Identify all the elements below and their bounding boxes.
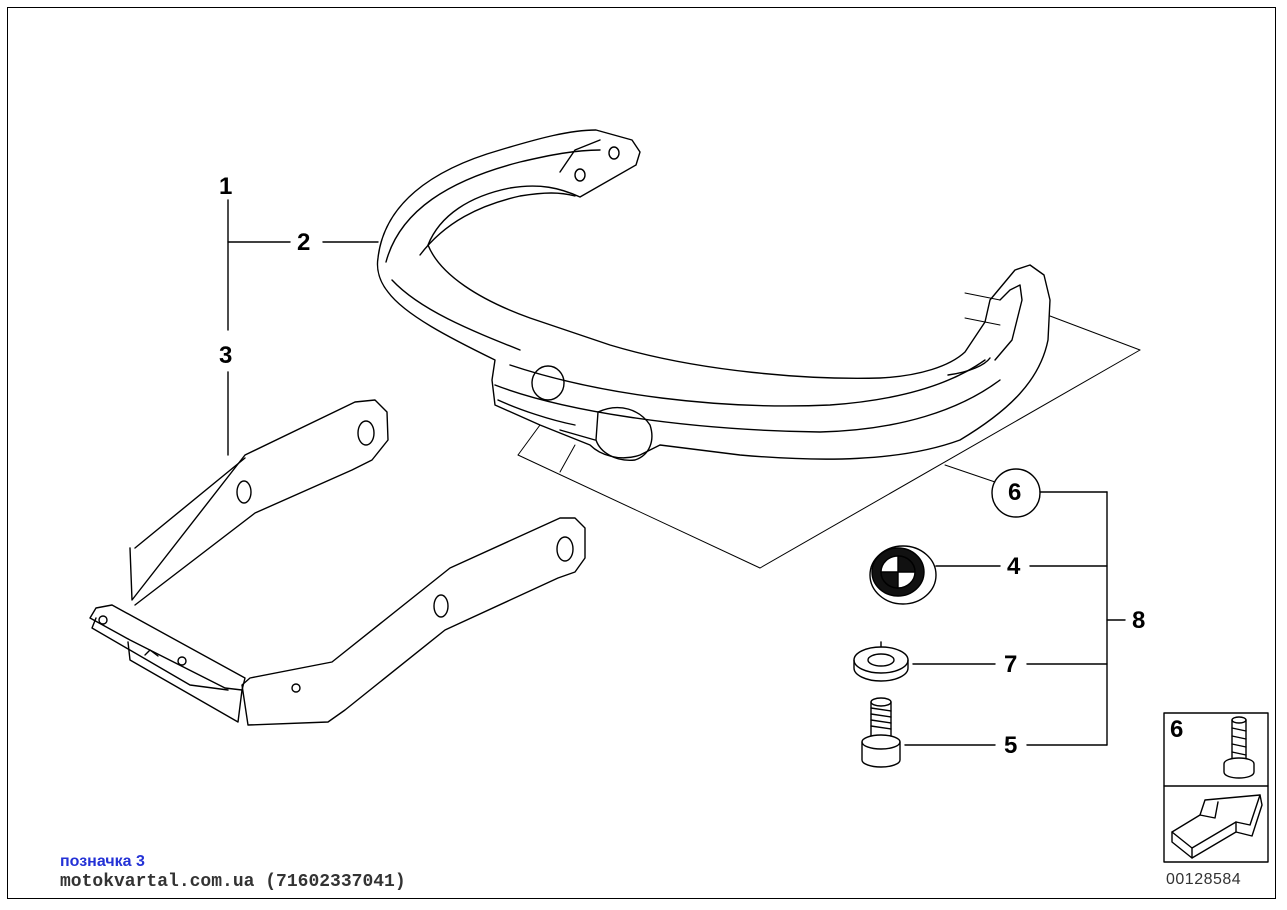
leader-lines-left (227, 199, 379, 456)
washer (853, 641, 909, 682)
callout-8: 8 (1132, 607, 1146, 634)
screw (861, 697, 901, 768)
callout-3: 3 (219, 342, 233, 369)
callout-4: 4 (1007, 553, 1021, 580)
grab-handle (376, 129, 1051, 461)
callout-5: 5 (1004, 732, 1018, 759)
caption-label: позначка 3 (60, 853, 145, 870)
diagram-frame (7, 7, 1276, 899)
part-6-circle (991, 468, 1041, 518)
callout-2: 2 (297, 229, 311, 256)
assembly-lines (517, 292, 1141, 569)
document-number: 00128584 (1166, 871, 1242, 888)
callout-7: 7 (1004, 651, 1018, 678)
callout-6: 6 (1008, 479, 1022, 506)
leader-lines-right (904, 491, 1126, 746)
legend-number: 6 (1170, 716, 1184, 743)
callout-1: 1 (219, 173, 233, 200)
watermark-text: motokvartal.com.ua (71602337041) (60, 872, 406, 892)
legend-box (1163, 712, 1269, 863)
mounting-bracket (89, 399, 586, 726)
emblem-badge (869, 545, 937, 605)
